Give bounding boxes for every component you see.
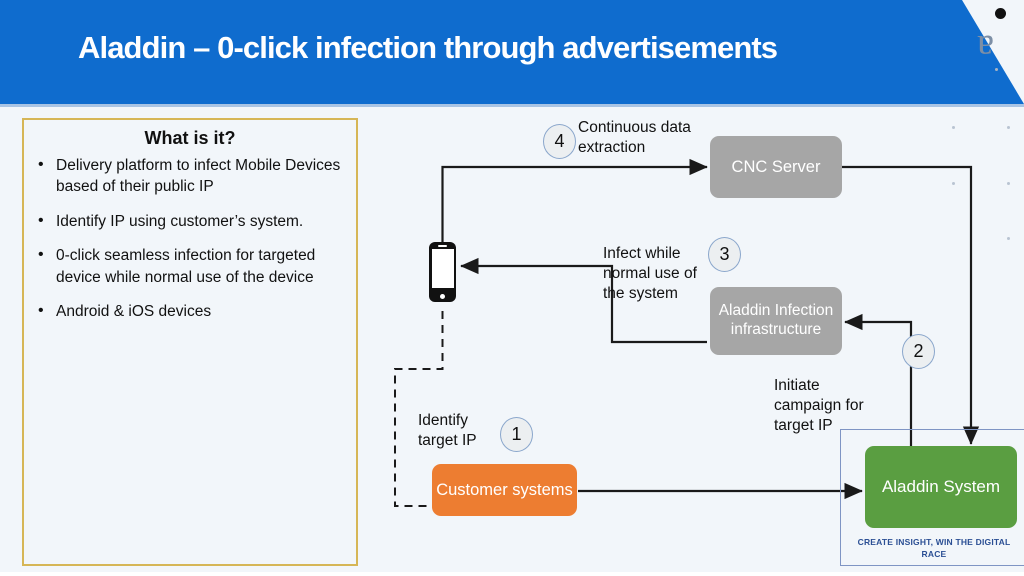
- aladdin-brand-frame: [840, 429, 1024, 566]
- bottom-rule: [0, 572, 1024, 576]
- decor-dot-icon: [1007, 237, 1010, 240]
- brand-logo-glyph: a: [977, 27, 994, 69]
- page-title: Aladdin – 0-click infection through adve…: [78, 30, 778, 65]
- list-item: 0-click seamless infection for targeted …: [34, 244, 346, 288]
- brand-dot-icon: [995, 8, 1006, 19]
- decor-dot-icon: [1007, 182, 1010, 185]
- connector-infra-to-phone: [460, 257, 707, 344]
- node-customer-systems[interactable]: Customer systems: [432, 464, 577, 516]
- node-aladdin-infection-infrastructure[interactable]: Aladdin Infection infrastructure: [710, 287, 842, 355]
- aladdin-tagline: CREATE INSIGHT, WIN THE DIGITAL RACE: [857, 537, 1011, 560]
- diagram-connectors: [394, 158, 980, 507]
- phone-screen: [431, 249, 454, 288]
- decor-dot-icon: [952, 126, 955, 129]
- brand-dot-small-icon: [995, 68, 998, 71]
- phone-speaker-icon: [438, 245, 447, 248]
- list-item: Delivery platform to infect Mobile Devic…: [34, 154, 346, 198]
- decor-dot-icon: [1007, 126, 1010, 129]
- phone-home-button-icon: [440, 294, 445, 299]
- list-item: Identify IP using customer’s system.: [34, 210, 346, 232]
- step-badge-4: 4: [543, 124, 576, 159]
- panel-heading: What is it?: [144, 128, 236, 148]
- connector-phone-to-customer-dashed: [394, 311, 444, 507]
- list-item: Android & iOS devices: [34, 300, 346, 322]
- flow-diagram: CNC Server Aladdin Infection infrastruct…: [370, 106, 1024, 576]
- step-badge-1: 1: [500, 417, 533, 452]
- header-band: [0, 0, 1024, 104]
- node-cnc-server[interactable]: CNC Server: [710, 136, 842, 198]
- connector-cnc-to-aladdin: [842, 165, 980, 445]
- connector-phone-to-cnc: [441, 158, 708, 242]
- what-is-it-panel: What is it? Delivery platform to infect …: [22, 118, 358, 566]
- step-label-4: Continuous data extraction: [578, 119, 691, 157]
- connector-aladdin-to-infra: [844, 313, 913, 446]
- step-badge-3: 3: [708, 237, 741, 272]
- step-badge-2: 2: [902, 334, 935, 369]
- step-label-2: Initiate campaign for target IP: [774, 377, 864, 435]
- step-label-3: Infect while normal use of the system: [603, 245, 697, 303]
- header-underline: [0, 104, 1024, 107]
- mobile-device-icon: [429, 242, 456, 302]
- step-label-1: Identify target IP: [418, 412, 477, 450]
- node-aladdin-system[interactable]: Aladdin System: [865, 446, 1017, 528]
- panel-bullet-list: Delivery platform to infect Mobile Devic…: [24, 154, 356, 322]
- decor-dot-icon: [952, 182, 955, 185]
